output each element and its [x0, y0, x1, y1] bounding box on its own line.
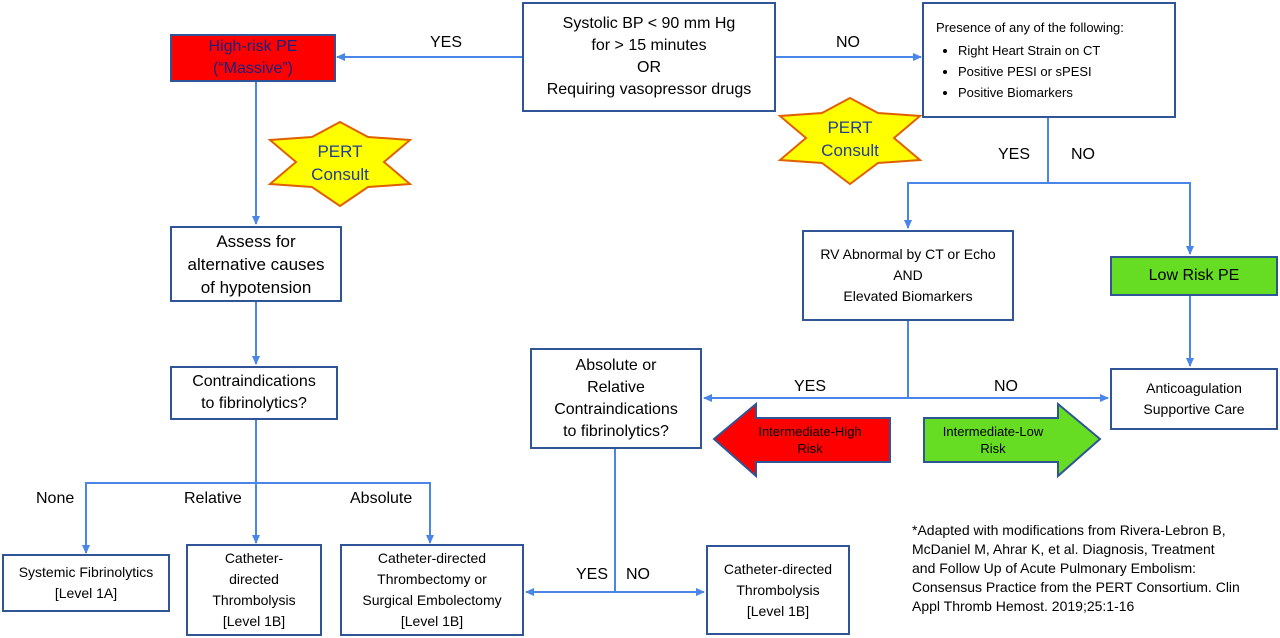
systolic-line-3: OR	[637, 59, 661, 76]
presence-item-pesi: Positive PESI or sPESI	[958, 61, 1100, 82]
systemic-line-2: [Level 1A]	[54, 585, 118, 601]
high-risk-pe-box: High-risk PE (“Massive”)	[170, 34, 336, 82]
contra-right-line-1: Absolute or	[575, 356, 657, 374]
catheter-directed-thrombolysis-left-box: Catheter- directed Thrombolysis [Level 1…	[186, 544, 322, 636]
pert-consult-right-star	[777, 96, 923, 186]
edge-presence-no	[1048, 182, 1194, 255]
systolic-line-2: for > 15 minutes	[591, 37, 707, 54]
contra-right-line-4: to fibrinolytics?	[563, 422, 669, 440]
systolic-line-4: Requiring vasopressor drugs	[546, 81, 752, 98]
rv-line-1: RV Abnormal by CT or Echo	[820, 246, 996, 262]
edge-label-presence-no: NO	[1071, 146, 1095, 163]
systemic-fibrinolytics-box: Systemic Fibrinolytics [Level 1A]	[2, 554, 170, 612]
anticoag-line-2: Supportive Care	[1143, 401, 1245, 417]
citation-line-5: Appl Thromb Hemost. 2019;25:1-16	[912, 598, 1135, 614]
contra-right-line-3: Contraindications	[554, 400, 678, 418]
edge-label-bottom-no: NO	[626, 566, 650, 583]
intermediate-high-label: Intermediate-High Risk	[740, 423, 880, 457]
citation-line-1: *Adapted with modifications from Rivera-…	[912, 522, 1226, 538]
assess-line-2: alternative causes	[187, 254, 325, 274]
edge-presence-yes	[904, 118, 1049, 229]
cdt-left-line-1: Catheter-	[224, 550, 284, 566]
pert-right-line-2: Consult	[821, 141, 879, 160]
cdt-left-line-4: [Level 1B]	[222, 613, 286, 629]
int-low-line-1: Intermediate-Low	[942, 424, 1044, 439]
low-risk-label: Low Risk PE	[1148, 267, 1240, 284]
intermediate-low-arrow	[923, 401, 1102, 479]
cdt-right-line-2: Thrombolysis	[736, 581, 820, 598]
contra-left-line-1: Contraindications	[192, 373, 316, 390]
presence-title: Presence of any of the following:	[936, 19, 1124, 35]
rv-line-2: AND	[893, 267, 923, 283]
contraindications-right-box: Absolute or Relative Contraindications t…	[530, 348, 702, 449]
cdt-right-line-3: [Level 1B]	[746, 602, 810, 619]
citation-line-3: and Follow Up of Acute Pulmonary Embolis…	[912, 560, 1197, 576]
systolic-line-1: Systolic BP < 90 mm Hg	[562, 15, 736, 32]
thrombectomy-line-1: Catheter-directed	[377, 550, 487, 566]
systemic-line-1: Systemic Fibrinolytics	[18, 564, 154, 580]
cdt-left-line-2: directed	[229, 571, 279, 587]
assess-line-1: Assess for	[216, 231, 296, 251]
high-risk-line-1: High-risk PE	[208, 38, 298, 55]
thrombectomy-box: Catheter-directed Thrombectomy or Surgic…	[340, 544, 524, 636]
pert-consult-left-label: PERT Consult	[300, 140, 380, 186]
citation-line-2: McDaniel M, Ahrar K, et al. Diagnosis, T…	[912, 541, 1215, 557]
cdt-right-line-1: Catheter-directed	[723, 560, 833, 577]
edge-label-rv-yes: YES	[794, 378, 827, 395]
pert-consult-left-star	[267, 120, 413, 208]
high-risk-line-2: (“Massive”)	[213, 60, 293, 77]
presence-list: Right Heart Strain on CT Positive PESI o…	[936, 40, 1100, 103]
pert-left-line-2: Consult	[311, 165, 369, 184]
contra-right-line-2: Relative	[587, 378, 645, 396]
citation-line-4: Consensus Practice from the PERT Consort…	[912, 579, 1240, 595]
edge-absolute	[256, 482, 434, 544]
rv-line-3: Elevated Biomarkers	[843, 288, 973, 304]
thrombectomy-line-4: [Level 1B]	[400, 613, 464, 629]
citation-text: *Adapted with modifications from Rivera-…	[912, 521, 1272, 616]
presence-item-biomarkers: Positive Biomarkers	[958, 82, 1100, 103]
edge-label-absolute: Absolute	[350, 490, 413, 507]
edge-label-relative: Relative	[184, 490, 242, 507]
systolic-bp-decision-box: Systolic BP < 90 mm Hg for > 15 minutes …	[522, 2, 776, 112]
edge-label-presence-yes: YES	[998, 146, 1031, 163]
rv-abnormal-box: RV Abnormal by CT or Echo AND Elevated B…	[802, 230, 1014, 321]
thrombectomy-line-3: Surgical Embolectomy	[362, 592, 502, 608]
anticoag-line-1: Anticoagulation	[1146, 380, 1242, 396]
presence-item-right-heart-strain: Right Heart Strain on CT	[958, 40, 1100, 61]
edge-none	[82, 420, 257, 554]
pert-left-line-1: PERT	[317, 142, 363, 161]
catheter-directed-thrombolysis-right-box: Catheter-directed Thrombolysis [Level 1B…	[706, 545, 850, 635]
intermediate-high-arrow	[712, 401, 891, 479]
edge-label-top-no: NO	[836, 34, 860, 51]
intermediate-low-label: Intermediate-Low Risk	[930, 423, 1056, 457]
anticoagulation-box: Anticoagulation Supportive Care	[1110, 368, 1278, 430]
int-high-line-1: Intermediate-High	[758, 424, 862, 439]
presence-criteria-box: Presence of any of the following: Right …	[922, 2, 1176, 118]
cdt-left-line-3: Thrombolysis	[212, 592, 296, 608]
thrombectomy-line-2: Thrombectomy or	[377, 571, 487, 587]
low-risk-pe-box: Low Risk PE	[1110, 256, 1278, 296]
assess-line-3: of hypotension	[200, 277, 312, 297]
contraindications-left-box: Contraindications to fibrinolytics?	[170, 366, 338, 420]
pert-consult-right-label: PERT Consult	[810, 116, 890, 162]
edge-label-top-yes: YES	[430, 34, 463, 51]
contra-left-line-2: to fibrinolytics?	[201, 395, 307, 412]
int-low-line-2: Risk	[980, 441, 1006, 456]
pert-right-line-1: PERT	[827, 118, 873, 137]
assess-alternative-causes-box: Assess for alternative causes of hypoten…	[170, 226, 342, 302]
edge-label-bottom-yes: YES	[576, 566, 609, 583]
int-high-line-2: Risk	[797, 441, 823, 456]
edge-label-rv-no: NO	[994, 378, 1018, 395]
edge-label-none: None	[36, 490, 75, 507]
